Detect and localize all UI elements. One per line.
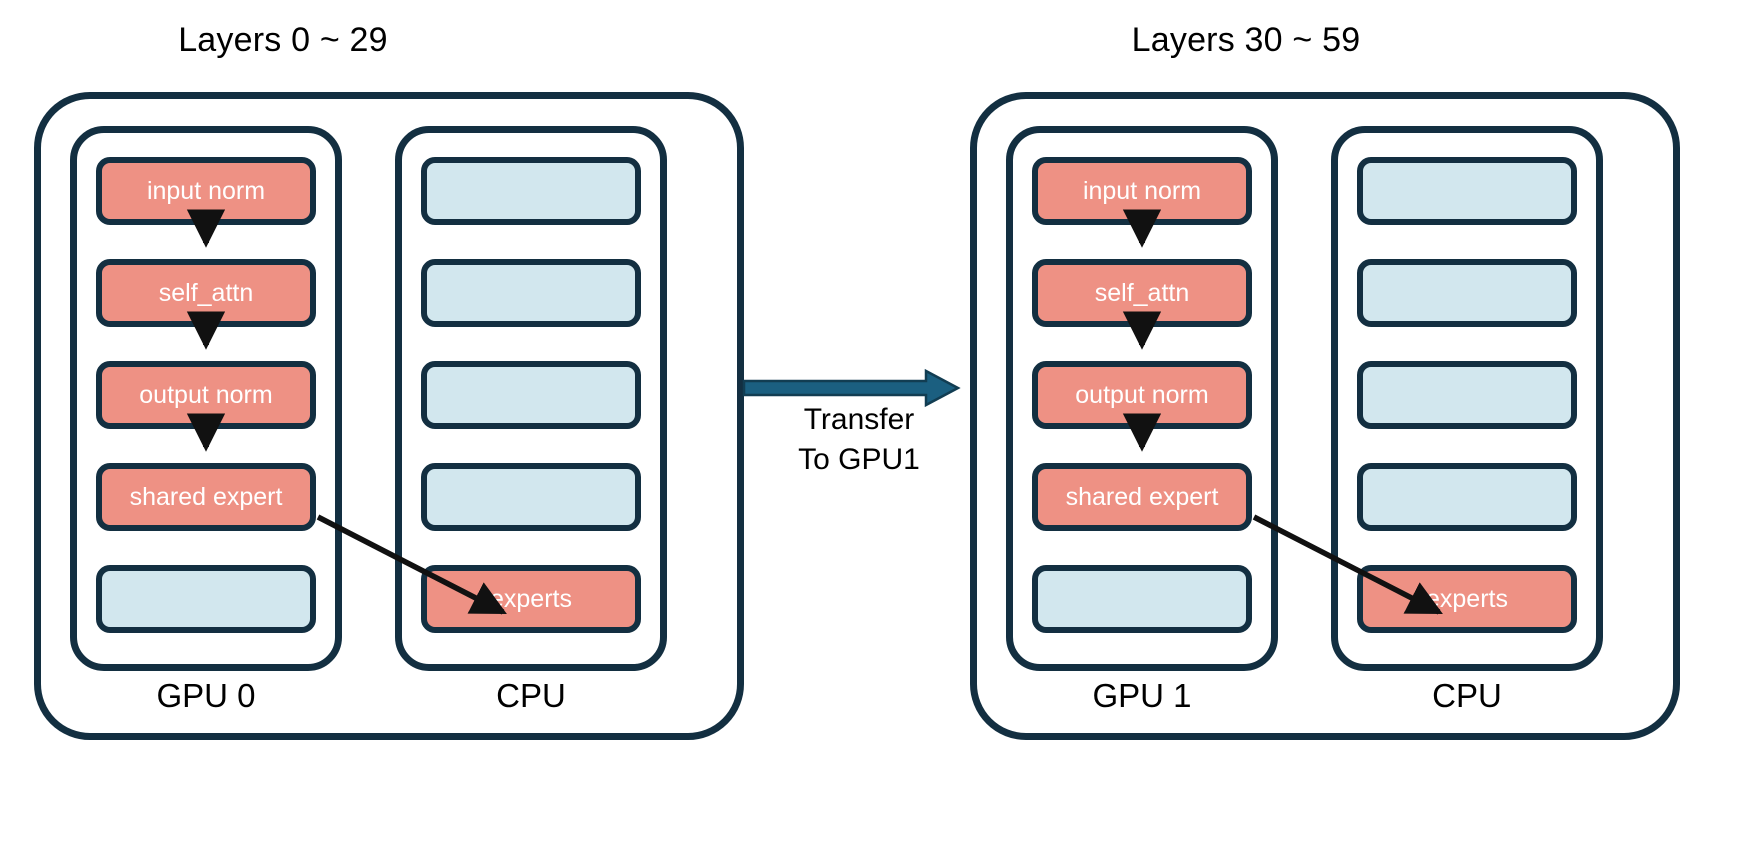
- block-cpu0-slot-1: [421, 157, 641, 225]
- label-cpu0: CPU: [496, 677, 566, 714]
- label-gpu0: GPU 0: [156, 677, 256, 714]
- block-cpu1-slot-2: [1357, 259, 1577, 327]
- group-right: Layers 30 ~ 59 input norm self_attn outp…: [970, 21, 1680, 740]
- column-gpu1: input norm self_attn output norm shared …: [1006, 126, 1278, 671]
- block-gpu1-output-norm: output norm: [1032, 361, 1252, 429]
- column-gpu0: input norm self_attn output norm shared …: [70, 126, 342, 671]
- block-cpu1-slot-4: [1357, 463, 1577, 531]
- transfer-label-line1: Transfer: [803, 403, 915, 436]
- block-gpu1-shared-expert: shared expert: [1032, 463, 1252, 531]
- transfer-label: Transfer To GPU1: [744, 400, 974, 480]
- block-cpu0-experts: experts: [421, 565, 641, 633]
- block-cpu0-slot-3: [421, 361, 641, 429]
- block-gpu1-empty: [1032, 565, 1252, 633]
- group-right-title: Layers 30 ~ 59: [1131, 21, 1361, 59]
- block-cpu1-slot-1: [1357, 157, 1577, 225]
- column-cpu0: experts: [395, 126, 667, 671]
- transfer-arrow-icon: [742, 368, 961, 408]
- block-gpu0-output-norm: output norm: [96, 361, 316, 429]
- block-gpu0-empty: [96, 565, 316, 633]
- group-left: Layers 0 ~ 29 input norm self_attn outpu…: [34, 21, 744, 740]
- block-gpu0-shared-expert: shared expert: [96, 463, 316, 531]
- block-cpu1-slot-3: [1357, 361, 1577, 429]
- transfer-label-line2: To GPU1: [798, 443, 920, 476]
- block-gpu1-self-attn: self_attn: [1032, 259, 1252, 327]
- label-cpu1: CPU: [1432, 677, 1502, 714]
- group-left-title: Layers 0 ~ 29: [178, 21, 388, 59]
- block-gpu0-self-attn: self_attn: [96, 259, 316, 327]
- block-gpu1-input-norm: input norm: [1032, 157, 1252, 225]
- block-cpu0-slot-2: [421, 259, 641, 327]
- label-gpu1: GPU 1: [1092, 677, 1192, 714]
- block-cpu1-experts: experts: [1357, 565, 1577, 633]
- block-cpu0-slot-4: [421, 463, 641, 531]
- block-gpu0-input-norm: input norm: [96, 157, 316, 225]
- column-cpu1: experts: [1331, 126, 1603, 671]
